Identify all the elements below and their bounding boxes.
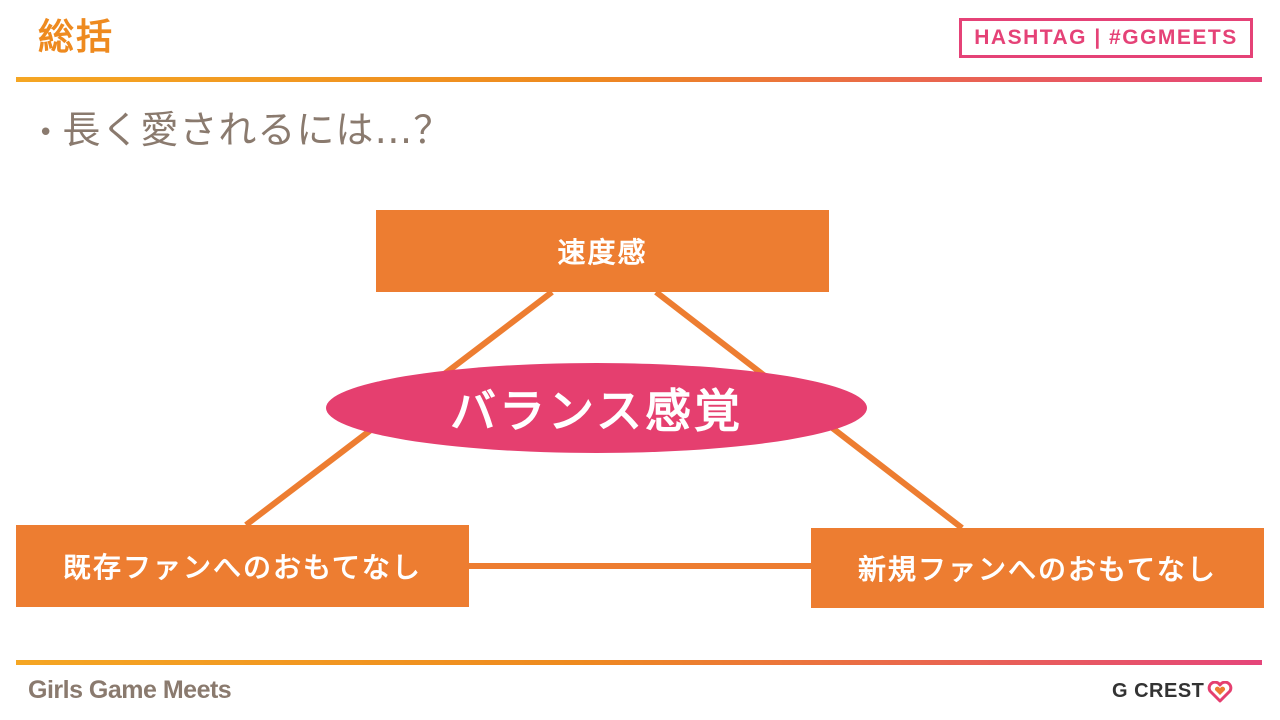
node-speed: 速度感 [376,210,829,292]
girls-game-meets-logo: Girls Game Meets [28,676,232,704]
hashtag-badge: HASHTAG | #GGMEETS [959,18,1253,58]
gcrest-logo-text: G CREST [1112,680,1205,702]
header-divider [16,77,1262,82]
footer-divider [16,660,1262,665]
node-new-fans: 新規ファンへのおもてなし [811,528,1264,608]
gcrest-logo: G CREST [1112,680,1233,703]
bullet-point: •長く愛されるには…？ [38,104,452,159]
bullet-text: 長く愛されるには…？ [62,108,453,152]
slide-title: 総括 [38,17,115,58]
heart-icon [1208,680,1233,702]
center-balance-label: バランス感覚 [326,363,867,453]
bullet-dot: • [38,117,55,148]
node-existing-fans: 既存ファンへのおもてなし [16,525,469,607]
